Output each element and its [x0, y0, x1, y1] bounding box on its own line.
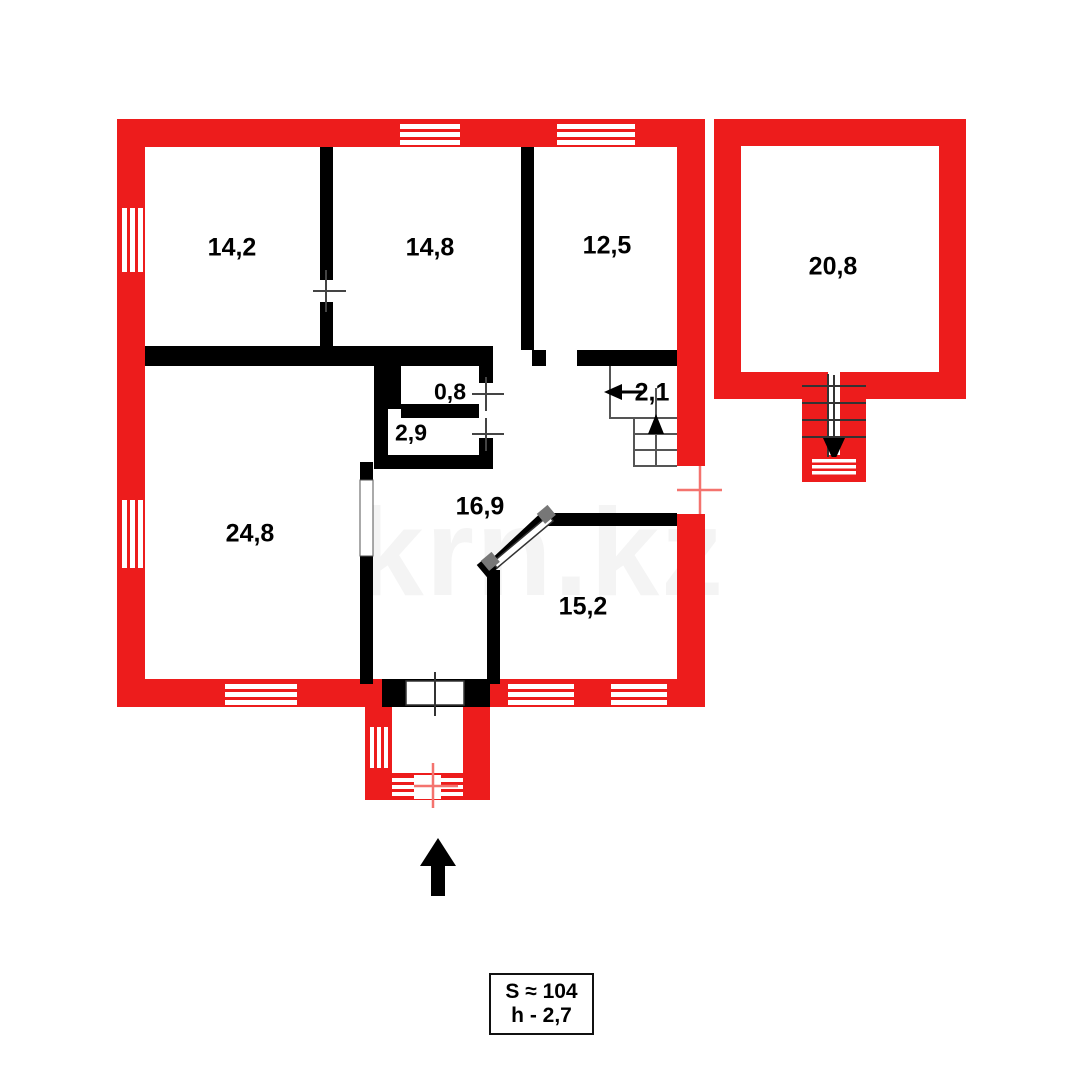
window-bottom-b [508, 682, 574, 705]
info-box: S ≈ 104 h - 2,7 [489, 973, 594, 1035]
window-top-a [400, 122, 460, 145]
room-label-16-9: 16,9 [455, 492, 505, 521]
door-marker-14-2 [313, 270, 346, 312]
exterior-walls-annexe [714, 119, 966, 482]
room-label-15-2: 15,2 [558, 592, 608, 621]
door-diagonal-15-2 [480, 504, 556, 571]
entry-door-main [382, 672, 490, 716]
room-label-20-8: 20,8 [808, 252, 858, 281]
window-bottom-a [225, 682, 297, 705]
room-label-14-8: 14,8 [405, 233, 455, 262]
room-label-2-9: 2,9 [395, 419, 427, 446]
door-opening-24-8 [359, 479, 374, 557]
vestibule-entry-door [392, 763, 463, 808]
room-label-12-5: 12,5 [582, 231, 632, 260]
annexe-staircase [802, 374, 866, 462]
window-annexe-exit [812, 457, 856, 476]
interior-staircase [604, 366, 677, 467]
room-label-24-8: 24,8 [225, 519, 275, 548]
total-area-text: S ≈ 104 [505, 980, 578, 1004]
window-top-b [557, 122, 635, 145]
door-opening-corridor-a [493, 346, 521, 366]
door-marker-0-8 [472, 377, 504, 411]
window-left-upper [120, 208, 143, 272]
ceiling-height-text: h - 2,7 [511, 1004, 572, 1027]
room-label-14-2: 14,2 [207, 233, 257, 262]
entrance-arrow-up-icon [420, 838, 456, 896]
window-vestibule-left [368, 727, 389, 768]
window-left-lower [120, 500, 143, 568]
door-right-exterior [677, 466, 722, 514]
door-marker-2-9 [472, 418, 504, 451]
room-label-0-8: 0,8 [434, 378, 466, 405]
door-opening-corridor-b [546, 350, 577, 366]
stair-direction-label: 2,1 [634, 378, 670, 407]
window-bottom-c [611, 682, 667, 705]
